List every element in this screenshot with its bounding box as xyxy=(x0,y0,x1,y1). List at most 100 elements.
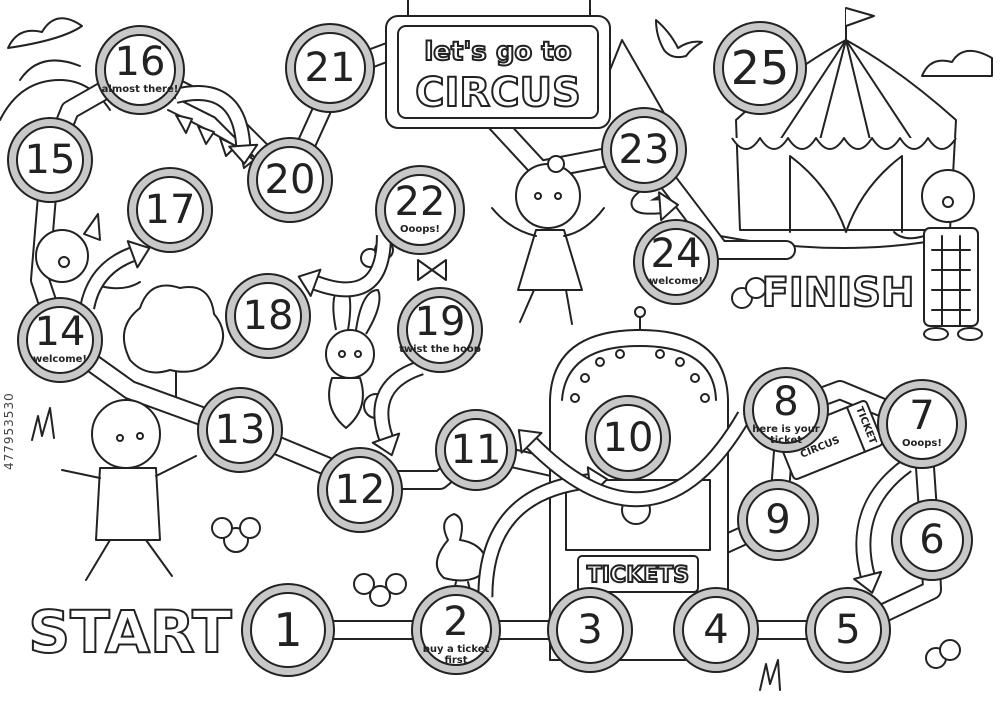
board-space-20: 20 xyxy=(247,137,333,223)
space-number: 2 xyxy=(443,599,468,645)
stock-watermark: 477953530 xyxy=(2,392,16,470)
space-number: 20 xyxy=(265,157,316,203)
space-number: 25 xyxy=(731,41,790,95)
clown-right-icon xyxy=(893,169,983,341)
space-face xyxy=(26,306,94,374)
space-face xyxy=(326,456,394,524)
space-number: 13 xyxy=(215,407,266,453)
jump-arrow-7-to-5 xyxy=(853,458,912,594)
girl-icon xyxy=(491,155,605,325)
jump-arrow-22-to-18 xyxy=(297,234,392,298)
finish-label: FINISH xyxy=(762,270,915,316)
start-label: START xyxy=(28,598,232,666)
title-line-1: let's go to xyxy=(424,37,571,67)
space-number: 18 xyxy=(243,293,294,339)
hair-bow-icon xyxy=(417,259,447,281)
space-face xyxy=(294,32,366,104)
space-caption: welcome! xyxy=(649,276,703,287)
space-face xyxy=(406,296,474,364)
board-space-9: 9 xyxy=(737,479,819,561)
title-line-2: CIRCUS xyxy=(415,70,581,116)
space-number: 11 xyxy=(451,427,502,473)
space-number: 16 xyxy=(115,39,166,85)
jump-arrow-14-to-17 xyxy=(79,240,151,310)
space-face xyxy=(900,508,964,572)
grass-icon xyxy=(31,407,781,691)
space-number: 22 xyxy=(395,179,446,225)
board-space-13: 13 xyxy=(197,387,283,473)
cloud-icon xyxy=(7,17,83,49)
space-face xyxy=(814,596,882,664)
board-space-21: 21 xyxy=(285,23,375,113)
space-face xyxy=(206,396,274,464)
cloud-icon xyxy=(921,50,993,77)
jump-arrow-23-to-24 xyxy=(630,183,680,222)
space-number: 21 xyxy=(305,45,356,91)
space-caption: buy a ticket xyxy=(423,644,490,655)
space-number: 19 xyxy=(415,299,466,345)
space-face xyxy=(384,174,456,246)
space-face xyxy=(722,30,798,106)
board-space-3: 3 xyxy=(547,587,633,673)
space-caption: twist the hoop xyxy=(399,344,481,355)
space-face xyxy=(234,282,302,350)
board-space-17: 17 xyxy=(127,167,213,253)
space-caption: here is your xyxy=(752,424,819,435)
space-face xyxy=(594,404,662,472)
board-space-6: 6 xyxy=(891,499,973,581)
board-space-10: 10 xyxy=(585,395,671,481)
jump-arrow-19-to-12 xyxy=(371,359,424,457)
space-number: 3 xyxy=(577,607,602,653)
space-number: 24 xyxy=(651,231,702,277)
space-face xyxy=(250,592,326,668)
space-number: 6 xyxy=(919,517,944,563)
space-number: 23 xyxy=(619,127,670,173)
board-space-15: 15 xyxy=(7,117,93,203)
space-number: 15 xyxy=(25,137,76,183)
board-space-1: 1 xyxy=(241,583,335,677)
space-number: 1 xyxy=(273,603,302,657)
bird-icon xyxy=(655,19,703,59)
space-face xyxy=(752,376,820,444)
booth-lights xyxy=(570,349,710,403)
title-sign: let's go to CIRCUS xyxy=(385,0,611,129)
tickets-sign-label: TICKETS xyxy=(587,563,689,588)
board-space-11: 11 xyxy=(435,409,517,491)
space-face xyxy=(136,176,204,244)
board-space-18: 18 xyxy=(225,273,311,359)
space-face xyxy=(16,126,84,194)
boy-icon xyxy=(61,399,197,581)
space-number: 5 xyxy=(835,607,860,653)
board-space-25: 25 xyxy=(713,21,807,115)
space-face xyxy=(886,388,958,460)
jump-arrow-16-to-20 xyxy=(173,85,259,165)
space-number: 12 xyxy=(335,467,386,513)
space-caption: ticket xyxy=(770,435,802,446)
space-face xyxy=(444,418,508,482)
space-number: 7 xyxy=(909,393,934,439)
board-space-23: 23 xyxy=(601,107,687,193)
space-face xyxy=(746,488,810,552)
space-face xyxy=(104,34,176,106)
space-face xyxy=(642,228,710,296)
board-space-5: 5 xyxy=(805,587,891,673)
space-caption: first xyxy=(444,655,467,666)
space-number: 14 xyxy=(35,309,86,355)
space-face xyxy=(556,596,624,664)
space-number: 8 xyxy=(773,379,798,425)
space-face xyxy=(420,594,492,666)
clown-left-icon xyxy=(35,213,141,290)
space-caption: almost there! xyxy=(102,84,179,95)
board-space-12: 12 xyxy=(317,447,403,533)
board-space-4: 4 xyxy=(673,587,759,673)
jump-arrow-8-to-11 xyxy=(517,411,752,508)
